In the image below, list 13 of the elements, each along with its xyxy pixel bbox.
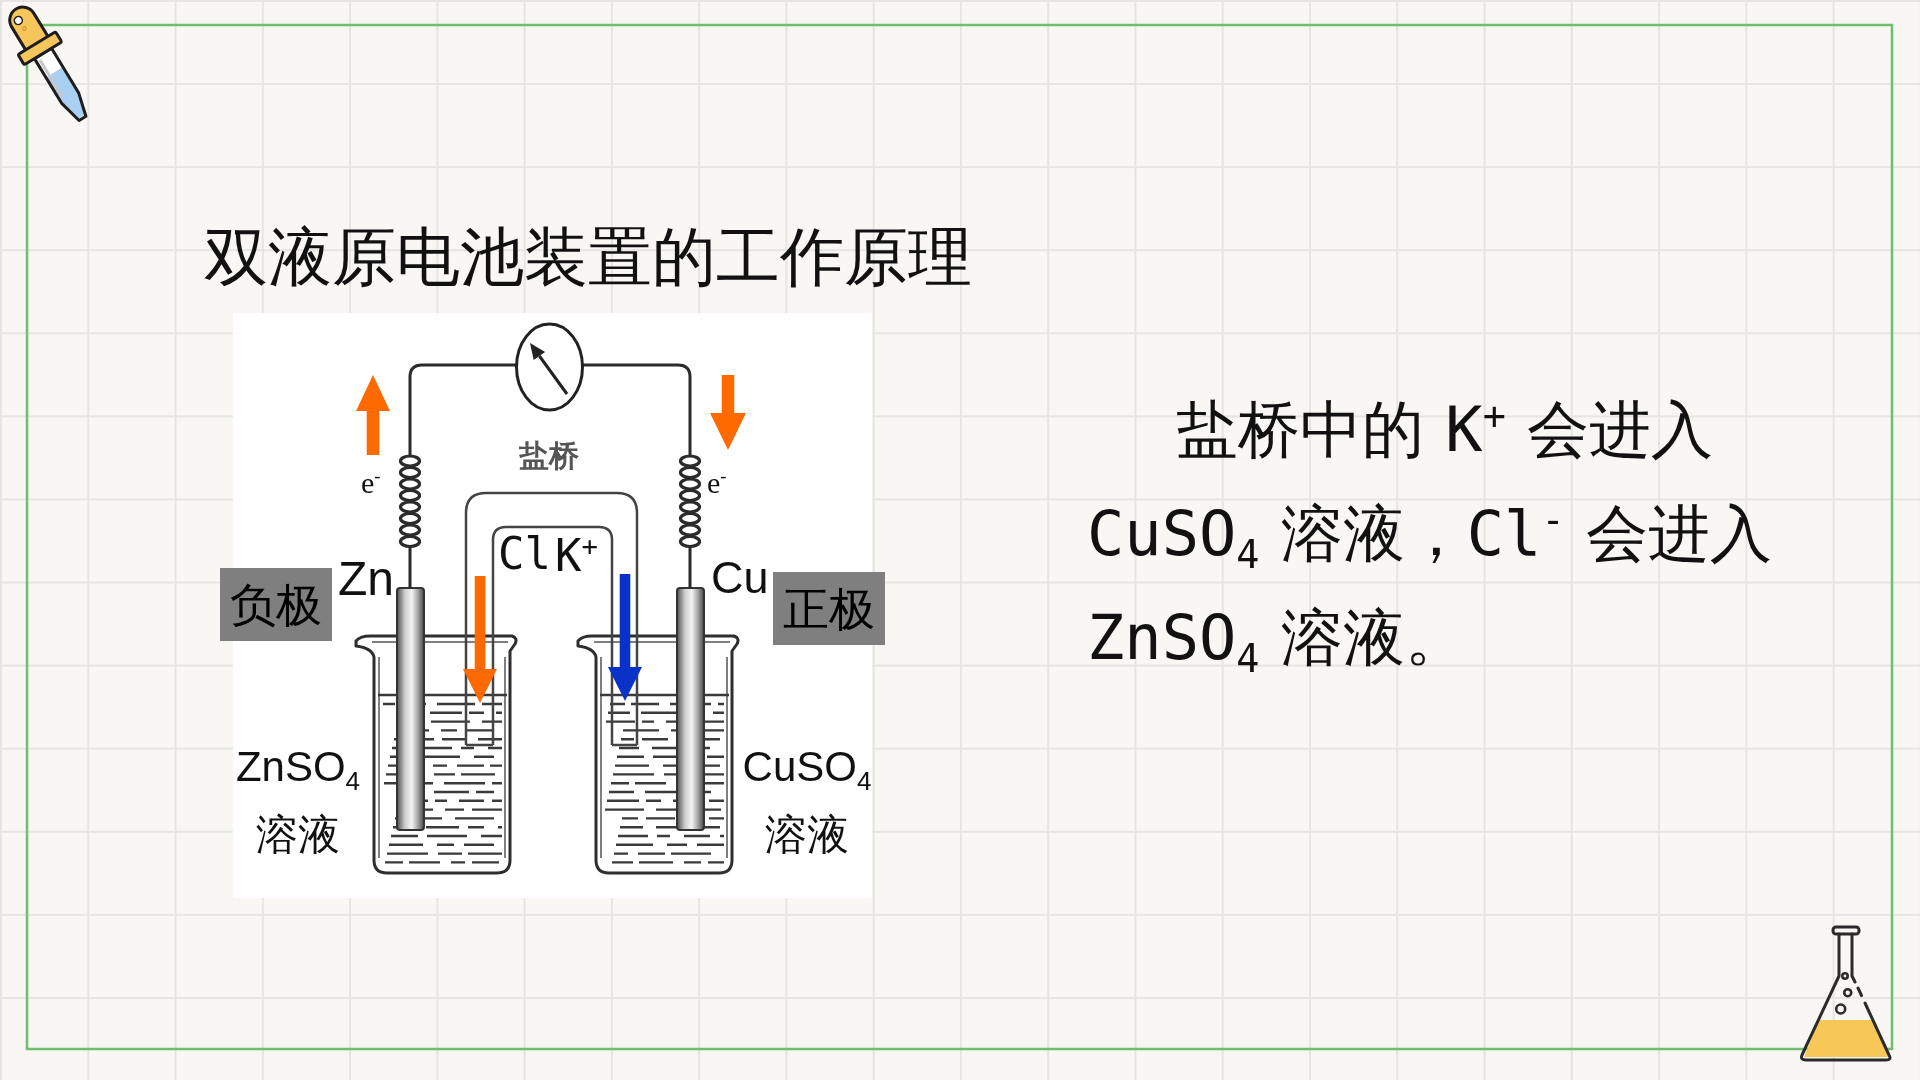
title: 双液原电池装置的工作原理 — [204, 222, 972, 293]
pole-tag: 正极 — [773, 572, 885, 645]
solution-label: CuSO$_{4}$溶液 — [741, 742, 873, 860]
solution-label: ZnSO$_{4}$溶液 — [234, 742, 362, 860]
salt-bridge-label: 盐桥 — [519, 441, 579, 471]
pole-tag: 负极 — [220, 568, 332, 641]
electron-label: e$^{-}$ — [361, 468, 381, 498]
ion-label: K$^{+}$ — [555, 534, 598, 578]
electrode-label: Cu — [711, 555, 769, 600]
electrode-label: Zn — [338, 555, 394, 603]
ion-label: Cl — [498, 532, 551, 576]
electron-label: e$^{-}$ — [707, 468, 727, 498]
explanation-text: 盐桥中的 K$^{+}$ 会进入CuSO$_{4}$ 溶液，Cl$^{-}$ 会进入ZnSO$_{4}$ 溶液。 — [1087, 392, 1773, 684]
